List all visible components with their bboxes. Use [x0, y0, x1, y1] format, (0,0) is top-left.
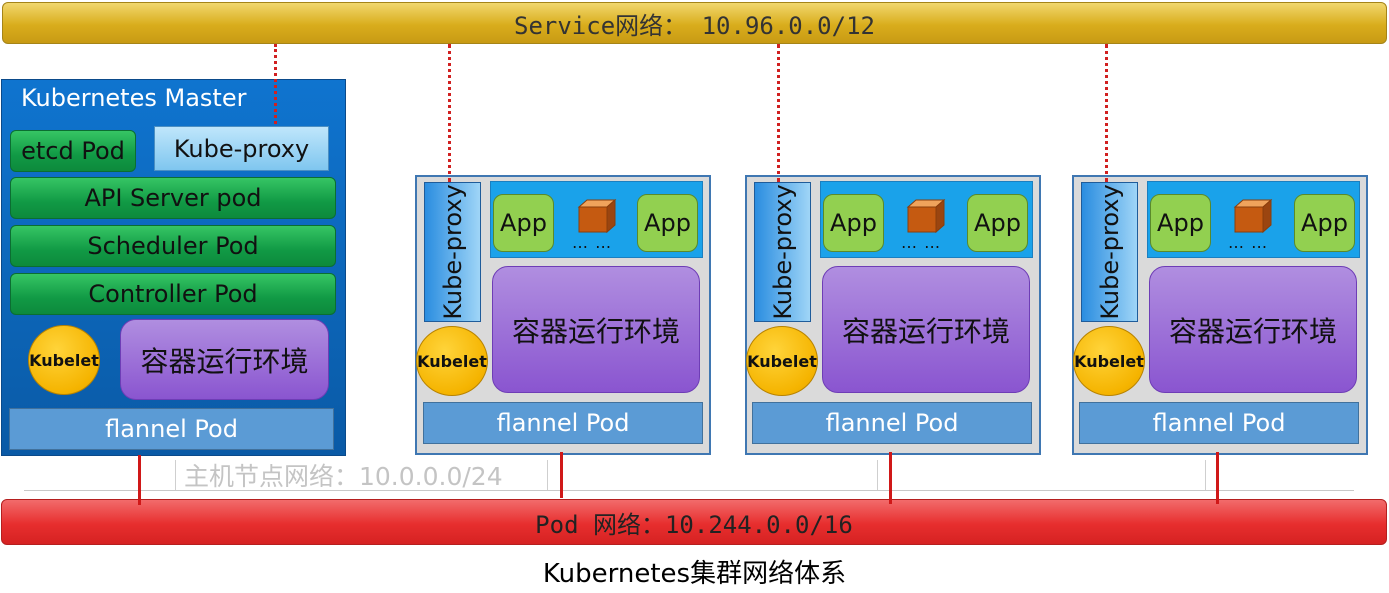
pod-network-connector: [889, 452, 892, 504]
pod-network-connector: [1216, 452, 1219, 504]
node-kubelet: Kubelet: [416, 326, 488, 396]
node-kube-proxy: Kube-proxy: [424, 182, 481, 322]
app-label: App: [830, 209, 877, 237]
controller-pod-label: Controller Pod: [88, 280, 258, 308]
node-flannel-label: flannel Pod: [496, 409, 630, 437]
master-flannel-pod: flannel Pod: [9, 408, 334, 450]
app-label: App: [974, 209, 1021, 237]
scheduler-pod-label: Scheduler Pod: [87, 232, 259, 260]
node-container-runtime: 容器运行环境: [492, 266, 700, 393]
host-network-line: [24, 490, 1354, 491]
master-title: Kubernetes Master: [21, 84, 247, 112]
app-label: App: [1301, 209, 1348, 237]
service-connector: [274, 44, 277, 124]
node-kube-proxy: Kube-proxy: [1081, 182, 1138, 322]
master-kubelet-label: Kubelet: [29, 350, 99, 370]
master-container-runtime: 容器运行环境: [120, 319, 329, 400]
service-connector: [1105, 44, 1108, 182]
etcd-pod-label: etcd Pod: [21, 137, 125, 165]
app-box: App: [493, 194, 554, 252]
node-kubelet-label: Kubelet: [417, 351, 487, 371]
app-label: App: [644, 209, 691, 237]
more-apps-ellipsis: … …: [1228, 233, 1269, 252]
host-network-tick: [1205, 460, 1206, 490]
node-flannel-pod: flannel Pod: [423, 402, 703, 444]
host-network-tick: [547, 460, 548, 490]
master-flannel-label: flannel Pod: [105, 415, 238, 443]
more-apps-ellipsis: … …: [901, 233, 942, 252]
master-kube-proxy-label: Kube-proxy: [173, 134, 310, 163]
pod-network-label: Pod 网络：10.244.0.0/16: [535, 510, 853, 539]
diagram-caption: Kubernetes集群网络体系: [542, 559, 847, 589]
app-box: App: [967, 194, 1028, 252]
app-box: App: [1150, 194, 1211, 252]
host-network-label: 主机节点网络：10.0.0.0/24: [184, 462, 503, 491]
app-label: App: [1157, 209, 1204, 237]
container-cube-icon: [1233, 198, 1273, 234]
node-kube-proxy: Kube-proxy: [754, 182, 811, 322]
node-container-runtime: 容器运行环境: [1149, 266, 1357, 393]
service-network-bar: Service网络： 10.96.0.0/12: [2, 2, 1387, 44]
node-kube-proxy-label: Kube-proxy: [768, 184, 797, 320]
node-flannel-pod: flannel Pod: [1079, 402, 1359, 444]
service-connector: [777, 44, 780, 182]
node-kubelet-label: Kubelet: [1074, 351, 1144, 371]
more-apps-ellipsis: … …: [572, 233, 613, 252]
node-runtime-label: 容器运行环境: [1168, 314, 1337, 348]
node-kubelet: Kubelet: [746, 326, 818, 396]
pod-network-connector: [560, 452, 563, 498]
service-connector: [448, 44, 451, 182]
master-runtime-label: 容器运行环境: [140, 344, 309, 378]
node-runtime-label: 容器运行环境: [841, 314, 1010, 348]
node-runtime-label: 容器运行环境: [511, 314, 680, 348]
node-kubelet-label: Kubelet: [747, 351, 817, 371]
pod-network-bar: Pod 网络：10.244.0.0/16: [1, 499, 1387, 545]
app-label: App: [500, 209, 547, 237]
pod-network-connector: [138, 455, 141, 505]
app-box: App: [823, 194, 884, 252]
host-network-tick: [175, 460, 176, 490]
master-kubelet: Kubelet: [28, 325, 100, 395]
container-cube-icon: [577, 198, 617, 234]
node-flannel-label: flannel Pod: [1152, 409, 1286, 437]
app-box: App: [637, 194, 698, 252]
api-server-pod-label: API Server pod: [84, 184, 262, 212]
scheduler-pod: Scheduler Pod: [10, 225, 336, 267]
controller-pod: Controller Pod: [10, 273, 336, 315]
api-server-pod: API Server pod: [10, 177, 336, 219]
service-network-label: Service网络： 10.96.0.0/12: [514, 11, 875, 40]
node-kubelet: Kubelet: [1073, 326, 1145, 396]
host-network-tick: [877, 460, 878, 490]
etcd-pod: etcd Pod: [10, 130, 136, 172]
master-kube-proxy: Kube-proxy: [154, 126, 329, 171]
container-cube-icon: [906, 198, 946, 234]
node-container-runtime: 容器运行环境: [822, 266, 1030, 393]
node-flannel-label: flannel Pod: [825, 409, 959, 437]
node-kube-proxy-label: Kube-proxy: [438, 184, 467, 320]
app-box: App: [1294, 194, 1355, 252]
node-flannel-pod: flannel Pod: [752, 402, 1032, 444]
node-kube-proxy-label: Kube-proxy: [1095, 184, 1124, 320]
